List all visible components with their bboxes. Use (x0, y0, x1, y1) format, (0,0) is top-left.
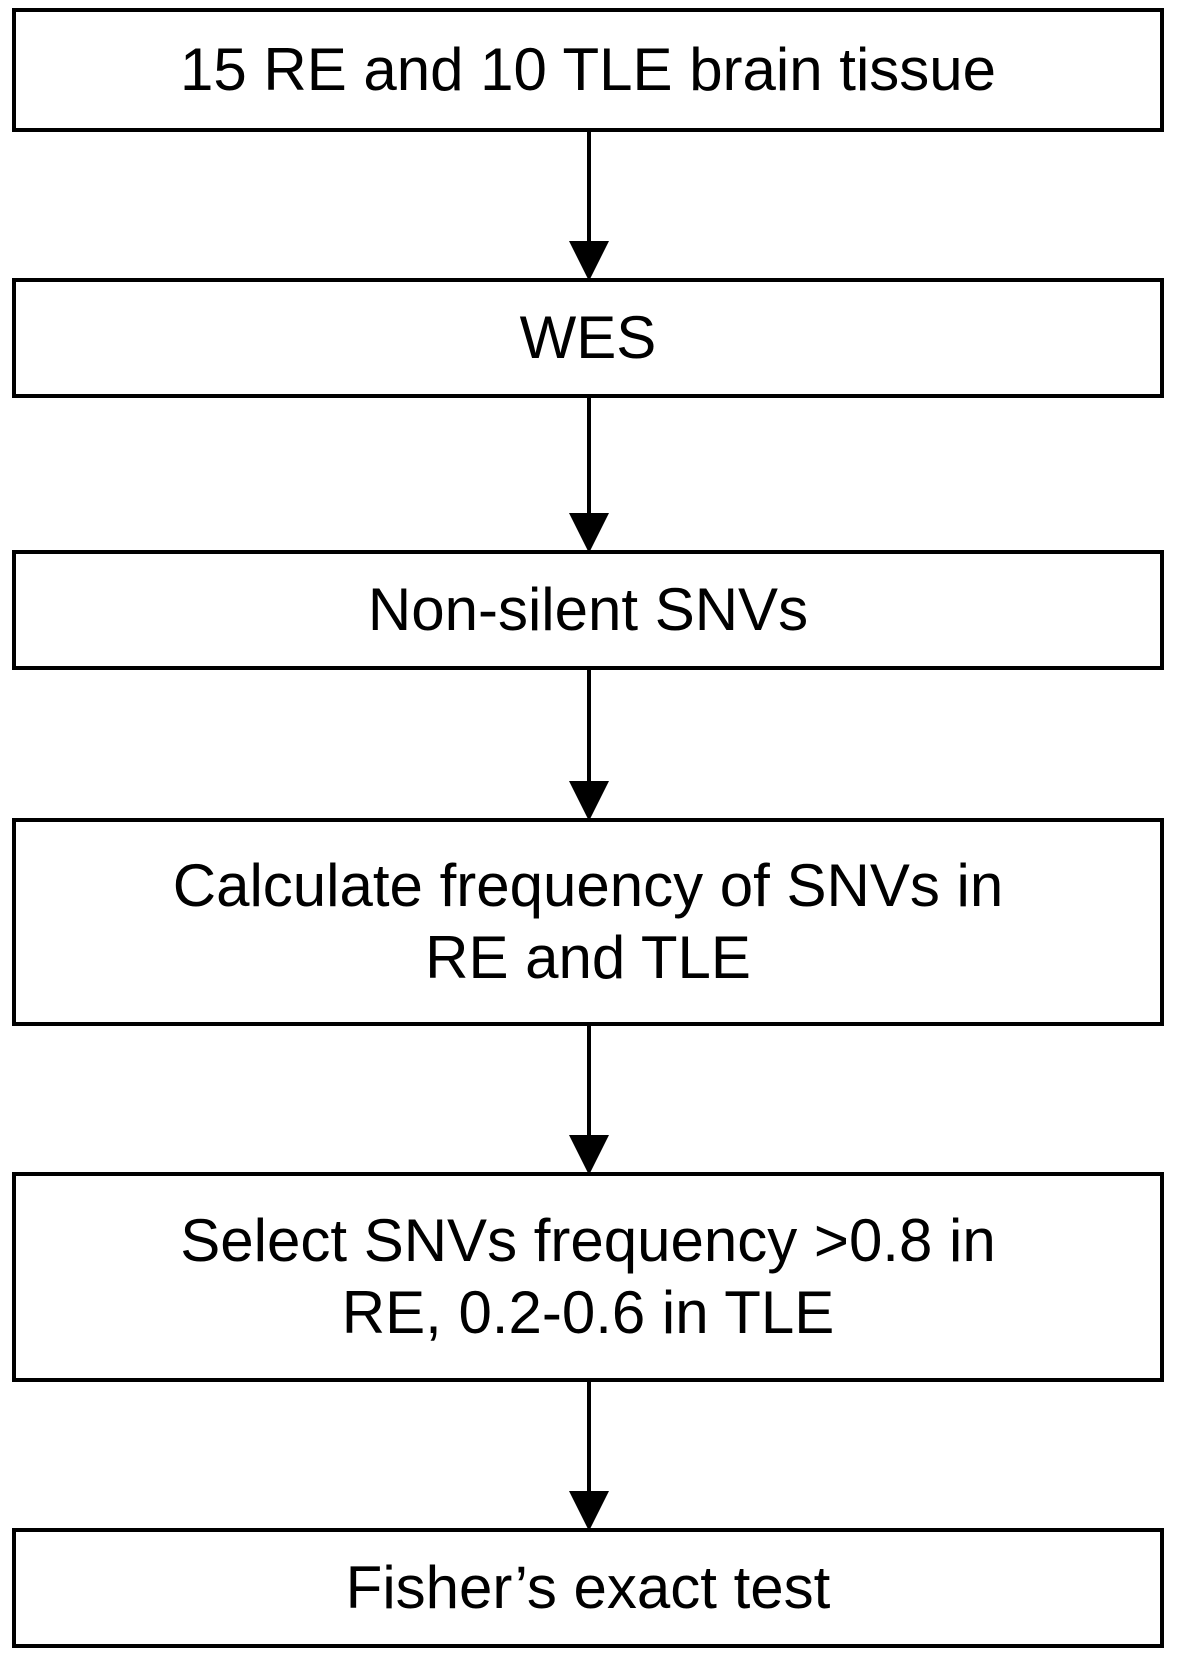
flow-step-select-snvs: Select SNVs frequency >0.8 in RE, 0.2-0.… (12, 1172, 1164, 1382)
flow-step-wes: WES (12, 278, 1164, 398)
flow-step-calculate-frequency: Calculate frequency of SNVs in RE and TL… (12, 818, 1164, 1026)
flow-step-label: Calculate frequency of SNVs in RE and TL… (172, 852, 1004, 991)
flow-step-sample: 15 RE and 10 TLE brain tissue (12, 8, 1164, 132)
flow-step-label: Non-silent SNVs (367, 576, 809, 643)
flow-step-fisher-test: Fisher’s exact test (12, 1528, 1164, 1648)
flow-step-label: Select SNVs frequency >0.8 in RE, 0.2-0.… (180, 1207, 996, 1346)
flow-step-label: 15 RE and 10 TLE brain tissue (179, 36, 997, 103)
flow-step-label: WES (519, 304, 657, 371)
flow-step-label: Fisher’s exact test (345, 1554, 831, 1621)
flow-step-non-silent-snvs: Non-silent SNVs (12, 550, 1164, 670)
